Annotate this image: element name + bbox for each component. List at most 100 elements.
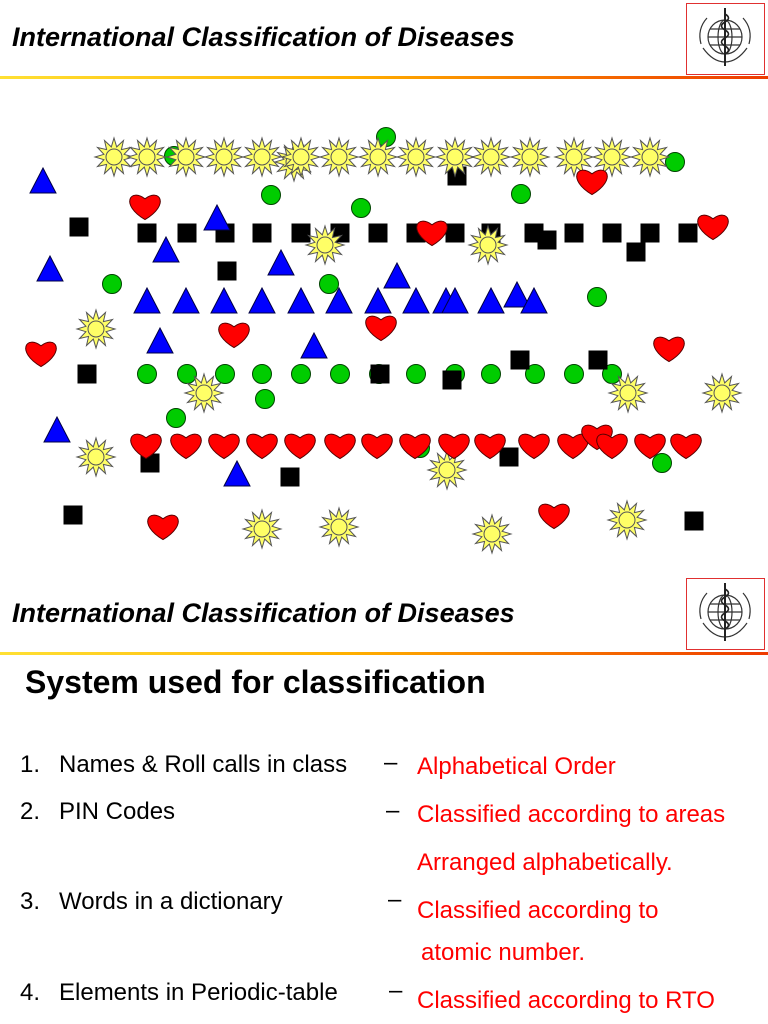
slide1-title: International Classification of Diseases [12, 22, 515, 52]
square-shape [510, 350, 530, 370]
circle-shape [665, 152, 685, 172]
square-shape [684, 511, 704, 531]
triangle-shape [36, 254, 64, 282]
sun-shape-center [641, 148, 659, 166]
heart-shape [324, 433, 356, 460]
square-shape [177, 223, 197, 243]
triangle-shape [287, 286, 315, 314]
circle-shape [177, 364, 197, 384]
item-number: 3. [20, 888, 41, 915]
square-shape [499, 447, 519, 467]
square-shape [370, 364, 390, 384]
heart-shape [25, 341, 57, 368]
triangle-shape [364, 286, 392, 314]
sun-shape-center [565, 148, 583, 166]
triangle-shape [43, 415, 71, 443]
circle-shape [587, 287, 607, 307]
heart-shape [438, 433, 470, 460]
circle-shape [406, 364, 426, 384]
square-shape [626, 242, 646, 262]
circle-shape [511, 184, 531, 204]
circle-shape [319, 274, 339, 294]
triangle-shape [203, 203, 231, 231]
square-shape [678, 223, 698, 243]
triangle-shape [325, 286, 353, 314]
square-shape [291, 223, 311, 243]
heart-shape [170, 433, 202, 460]
sun-shape-center [330, 518, 348, 536]
triangle-shape [172, 286, 200, 314]
sun-shape-center [438, 461, 456, 479]
square-shape [445, 223, 465, 243]
circle-shape [215, 364, 235, 384]
triangle-shape [477, 286, 505, 314]
heart-shape [697, 214, 729, 241]
circle-shape [255, 389, 275, 409]
slide2-title: International Classification of Diseases [12, 598, 515, 628]
who-emblem-icon [686, 3, 765, 75]
heart-shape [361, 433, 393, 460]
heart-shape [365, 315, 397, 342]
sun-shape-center [521, 148, 539, 166]
triangle-shape [520, 286, 548, 314]
square-shape [640, 223, 660, 243]
sun-shape-center [619, 384, 637, 402]
item-description-line2: atomic number. [421, 939, 586, 966]
triangle-shape [223, 459, 251, 487]
triangle-shape [29, 166, 57, 194]
item-dash: – [389, 977, 403, 1004]
sun-shape-center [316, 236, 334, 254]
item-description: Alphabetical Order [417, 753, 616, 780]
sun-shape-center [105, 148, 123, 166]
item-label: Names & Roll calls in class [59, 751, 348, 778]
circle-shape [291, 364, 311, 384]
item-description: Classified according to [417, 897, 659, 924]
sun-shape-center [138, 148, 156, 166]
sun-shape-center [253, 148, 271, 166]
sun-shape-center [253, 520, 271, 538]
triangle-shape [248, 286, 276, 314]
sun-shape-center [479, 236, 497, 254]
triangle-shape [146, 326, 174, 354]
heart-shape [518, 433, 550, 460]
sun-shape-center [618, 511, 636, 529]
triangle-shape [133, 286, 161, 314]
sun-shape-center [292, 148, 310, 166]
square-shape [442, 370, 462, 390]
square-shape [368, 223, 388, 243]
circle-shape [252, 364, 272, 384]
item-label: Words in a dictionary [59, 888, 283, 915]
square-shape [63, 505, 83, 525]
triangle-shape [383, 261, 411, 289]
item-number: 4. [20, 979, 41, 1006]
square-shape [602, 223, 622, 243]
title-underline [0, 652, 768, 655]
heart-shape [416, 220, 448, 247]
item-number: 1. [20, 751, 41, 778]
sun-shape-center [87, 448, 105, 466]
circle-shape [564, 364, 584, 384]
shapes-illustration [25, 127, 743, 555]
heart-shape [246, 433, 278, 460]
square-shape [217, 261, 237, 281]
sun-shape-center [482, 148, 500, 166]
item-dash: – [384, 749, 398, 776]
square-shape [77, 364, 97, 384]
heart-shape [147, 514, 179, 541]
heart-shape [653, 336, 685, 363]
sun-shape-center [446, 148, 464, 166]
sun-shape-center [330, 148, 348, 166]
heart-shape [130, 433, 162, 460]
square-shape [564, 223, 584, 243]
circle-shape [166, 408, 186, 428]
triangle-shape [402, 286, 430, 314]
sun-shape-center [407, 148, 425, 166]
triangle-shape [441, 286, 469, 314]
heart-shape [399, 433, 431, 460]
heart-shape [596, 433, 628, 460]
sun-shape-center [177, 148, 195, 166]
heart-shape [284, 433, 316, 460]
heart-shape [557, 433, 589, 460]
circle-shape [261, 185, 281, 205]
square-shape [252, 223, 272, 243]
